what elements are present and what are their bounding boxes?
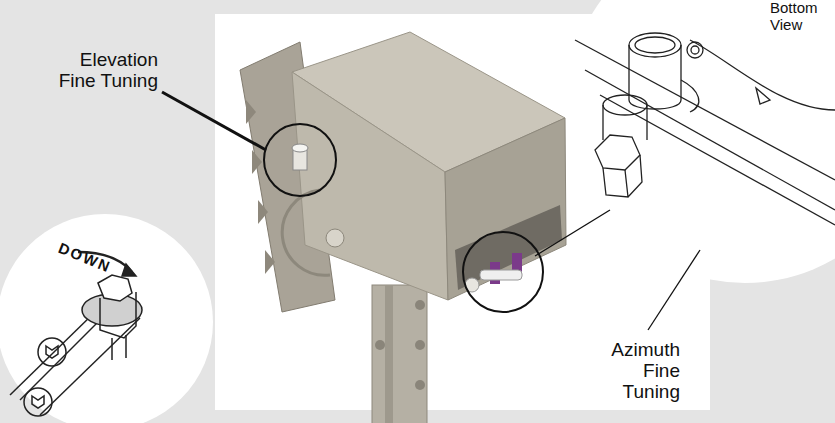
callout-circles — [264, 124, 543, 312]
wrench-drawing — [10, 252, 142, 416]
leader-lines — [162, 92, 700, 330]
mount-body — [240, 32, 566, 423]
part-label: Azimuth Fine Tuning — [585, 340, 680, 403]
part-label: Elevation Fine Tuning — [48, 50, 158, 92]
wrench-inset — [0, 214, 213, 423]
view-title: Bottom View — [770, 0, 835, 33]
bottom-view-drawing — [575, 33, 835, 225]
bottom-view-inset — [567, 0, 835, 283]
